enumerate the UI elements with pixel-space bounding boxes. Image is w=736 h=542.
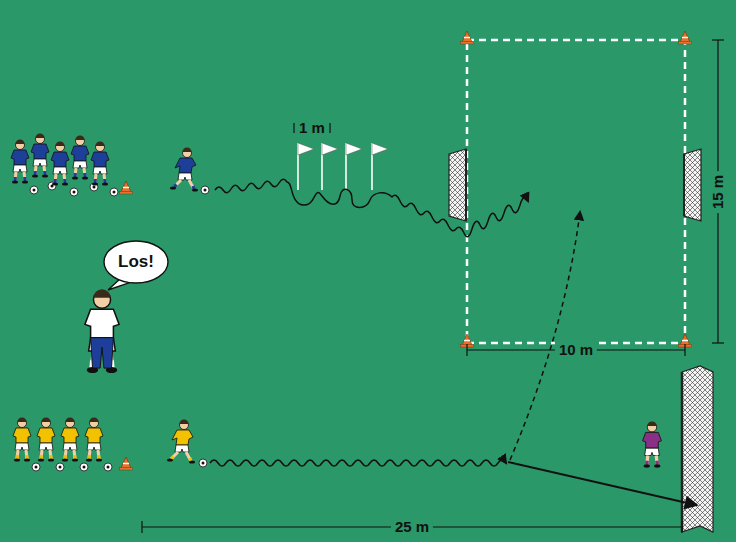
bubble-text: Los!	[118, 252, 154, 272]
field-outline	[467, 40, 685, 343]
bubble-shape	[104, 241, 168, 283]
dimension-label: 15 m	[709, 171, 727, 213]
dimension-label: 25 m	[391, 518, 433, 536]
corner-cones	[461, 31, 692, 347]
slalom-flags	[298, 143, 388, 190]
speech-bubble: Los!	[103, 240, 169, 284]
dimension-label: 10 m	[555, 341, 597, 359]
dribble-path	[215, 179, 528, 236]
dribble-path	[210, 460, 506, 466]
yellow-players	[13, 418, 207, 472]
bubble-joint	[122, 277, 131, 281]
run-path	[510, 212, 580, 460]
small-goal	[449, 149, 466, 221]
large-goal	[682, 366, 713, 532]
coach	[85, 289, 119, 373]
blue-players	[11, 134, 209, 197]
shot-arrow	[508, 462, 696, 505]
goalkeeper	[643, 421, 662, 467]
small-goal	[684, 149, 701, 221]
dimension-label: 1 m	[295, 119, 329, 137]
